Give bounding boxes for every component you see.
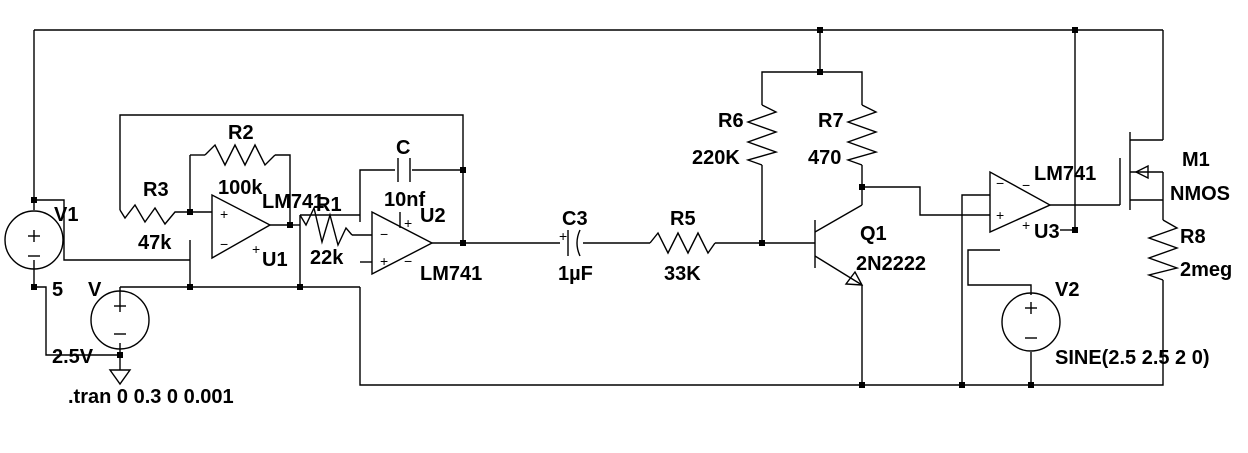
- m1-name-label: M1: [1182, 149, 1210, 171]
- u2-name-label: U2: [420, 205, 446, 227]
- v1-value-label: 5: [52, 279, 63, 301]
- m1-value-label: NMOS: [1170, 183, 1230, 205]
- r2-value-label: 100k: [218, 177, 263, 199]
- c-name-label: C: [396, 137, 410, 159]
- wires: [33, 29, 1164, 386]
- component-labels: V1 5 V 2.5V V2 SINE(2.5 2.5 2 0) R3 47k …: [52, 110, 1232, 408]
- r5-value-label: 33K: [664, 263, 701, 285]
- resistor-r8-symbol: [1146, 219, 1180, 281]
- voltage-source-v-symbol: [90, 290, 150, 350]
- junction-dots: [31, 27, 1078, 388]
- capacitor-c-symbol: [397, 158, 411, 182]
- q1-value-label: 2N2222: [856, 253, 926, 275]
- r7-name-label: R7: [818, 110, 844, 132]
- u2-value-label: LM741: [420, 263, 482, 285]
- u3-plus-sign: +: [996, 207, 1004, 223]
- r3-name-label: R3: [143, 179, 169, 201]
- r3-value-label: 47k: [138, 232, 172, 254]
- r6-name-label: R6: [718, 110, 744, 132]
- v1-name-label: V1: [54, 204, 78, 226]
- u2-plus-sign-2: +: [404, 215, 412, 231]
- v2-value-label: SINE(2.5 2.5 2 0): [1055, 347, 1210, 369]
- opamp-u2-symbol: [371, 210, 434, 276]
- voltage-source-v1-symbol: [4, 210, 64, 270]
- opamp-u1-symbol: [211, 193, 272, 260]
- u1-plus-sign: +: [220, 206, 228, 222]
- c3-plus-sign: +: [559, 228, 567, 244]
- c3-value-label: 1µF: [558, 263, 593, 285]
- r6-value-label: 220K: [692, 147, 740, 169]
- voltage-source-v2-symbol: [1001, 292, 1061, 352]
- transistor-q1-symbol: [814, 204, 864, 286]
- mosfet-m1-symbol: [1119, 132, 1164, 210]
- u1-minus-sign: −: [220, 236, 228, 252]
- r8-name-label: R8: [1180, 226, 1206, 248]
- r1-name-label: R1: [316, 194, 342, 216]
- resistor-r3-symbol: [119, 203, 182, 226]
- u2-minus-sign: −: [380, 226, 388, 242]
- v-value-label: 2.5V: [52, 346, 94, 368]
- u3-minus-sign-2: −: [1022, 177, 1030, 193]
- r5-name-label: R5: [670, 208, 696, 230]
- u3-plus-sign-2: +: [1022, 217, 1030, 233]
- r1-value-label: 22k: [310, 247, 344, 269]
- pin-signs: + − + − + + − − + − + +: [220, 175, 1030, 269]
- r8-value-label: 2meg: [1180, 259, 1232, 281]
- opamp-u3-symbol: [989, 170, 1052, 234]
- u1-plus-sign-2: +: [252, 241, 260, 257]
- resistor-r5-symbol: [649, 231, 716, 255]
- capacitor-c3-symbol: [567, 229, 581, 257]
- q1-name-label: Q1: [860, 223, 887, 245]
- u3-minus-sign: −: [996, 175, 1004, 191]
- r2-name-label: R2: [228, 122, 254, 144]
- resistor-r7-symbol: [845, 104, 879, 166]
- u1-value-label: LM741: [262, 191, 324, 213]
- c3-name-label: C3: [562, 208, 588, 230]
- resistor-r6-symbol: [745, 104, 779, 166]
- resistor-r2-symbol: [204, 143, 276, 167]
- spice-directive: .tran 0 0.3 0 0.001: [68, 386, 234, 408]
- v2-name-label: V2: [1055, 279, 1079, 301]
- u1-name-label: U1: [262, 249, 288, 271]
- u3-value-label: LM741: [1034, 163, 1096, 185]
- u2-plus-sign: +: [380, 253, 388, 269]
- r7-value-label: 470: [808, 147, 841, 169]
- resistor-r1-symbol: [299, 205, 353, 248]
- u3-name-label: U3: [1034, 221, 1060, 243]
- c-value-label: 10nf: [384, 189, 425, 211]
- v-name-label: V: [88, 279, 102, 301]
- u2-minus-sign-2: −: [404, 253, 412, 269]
